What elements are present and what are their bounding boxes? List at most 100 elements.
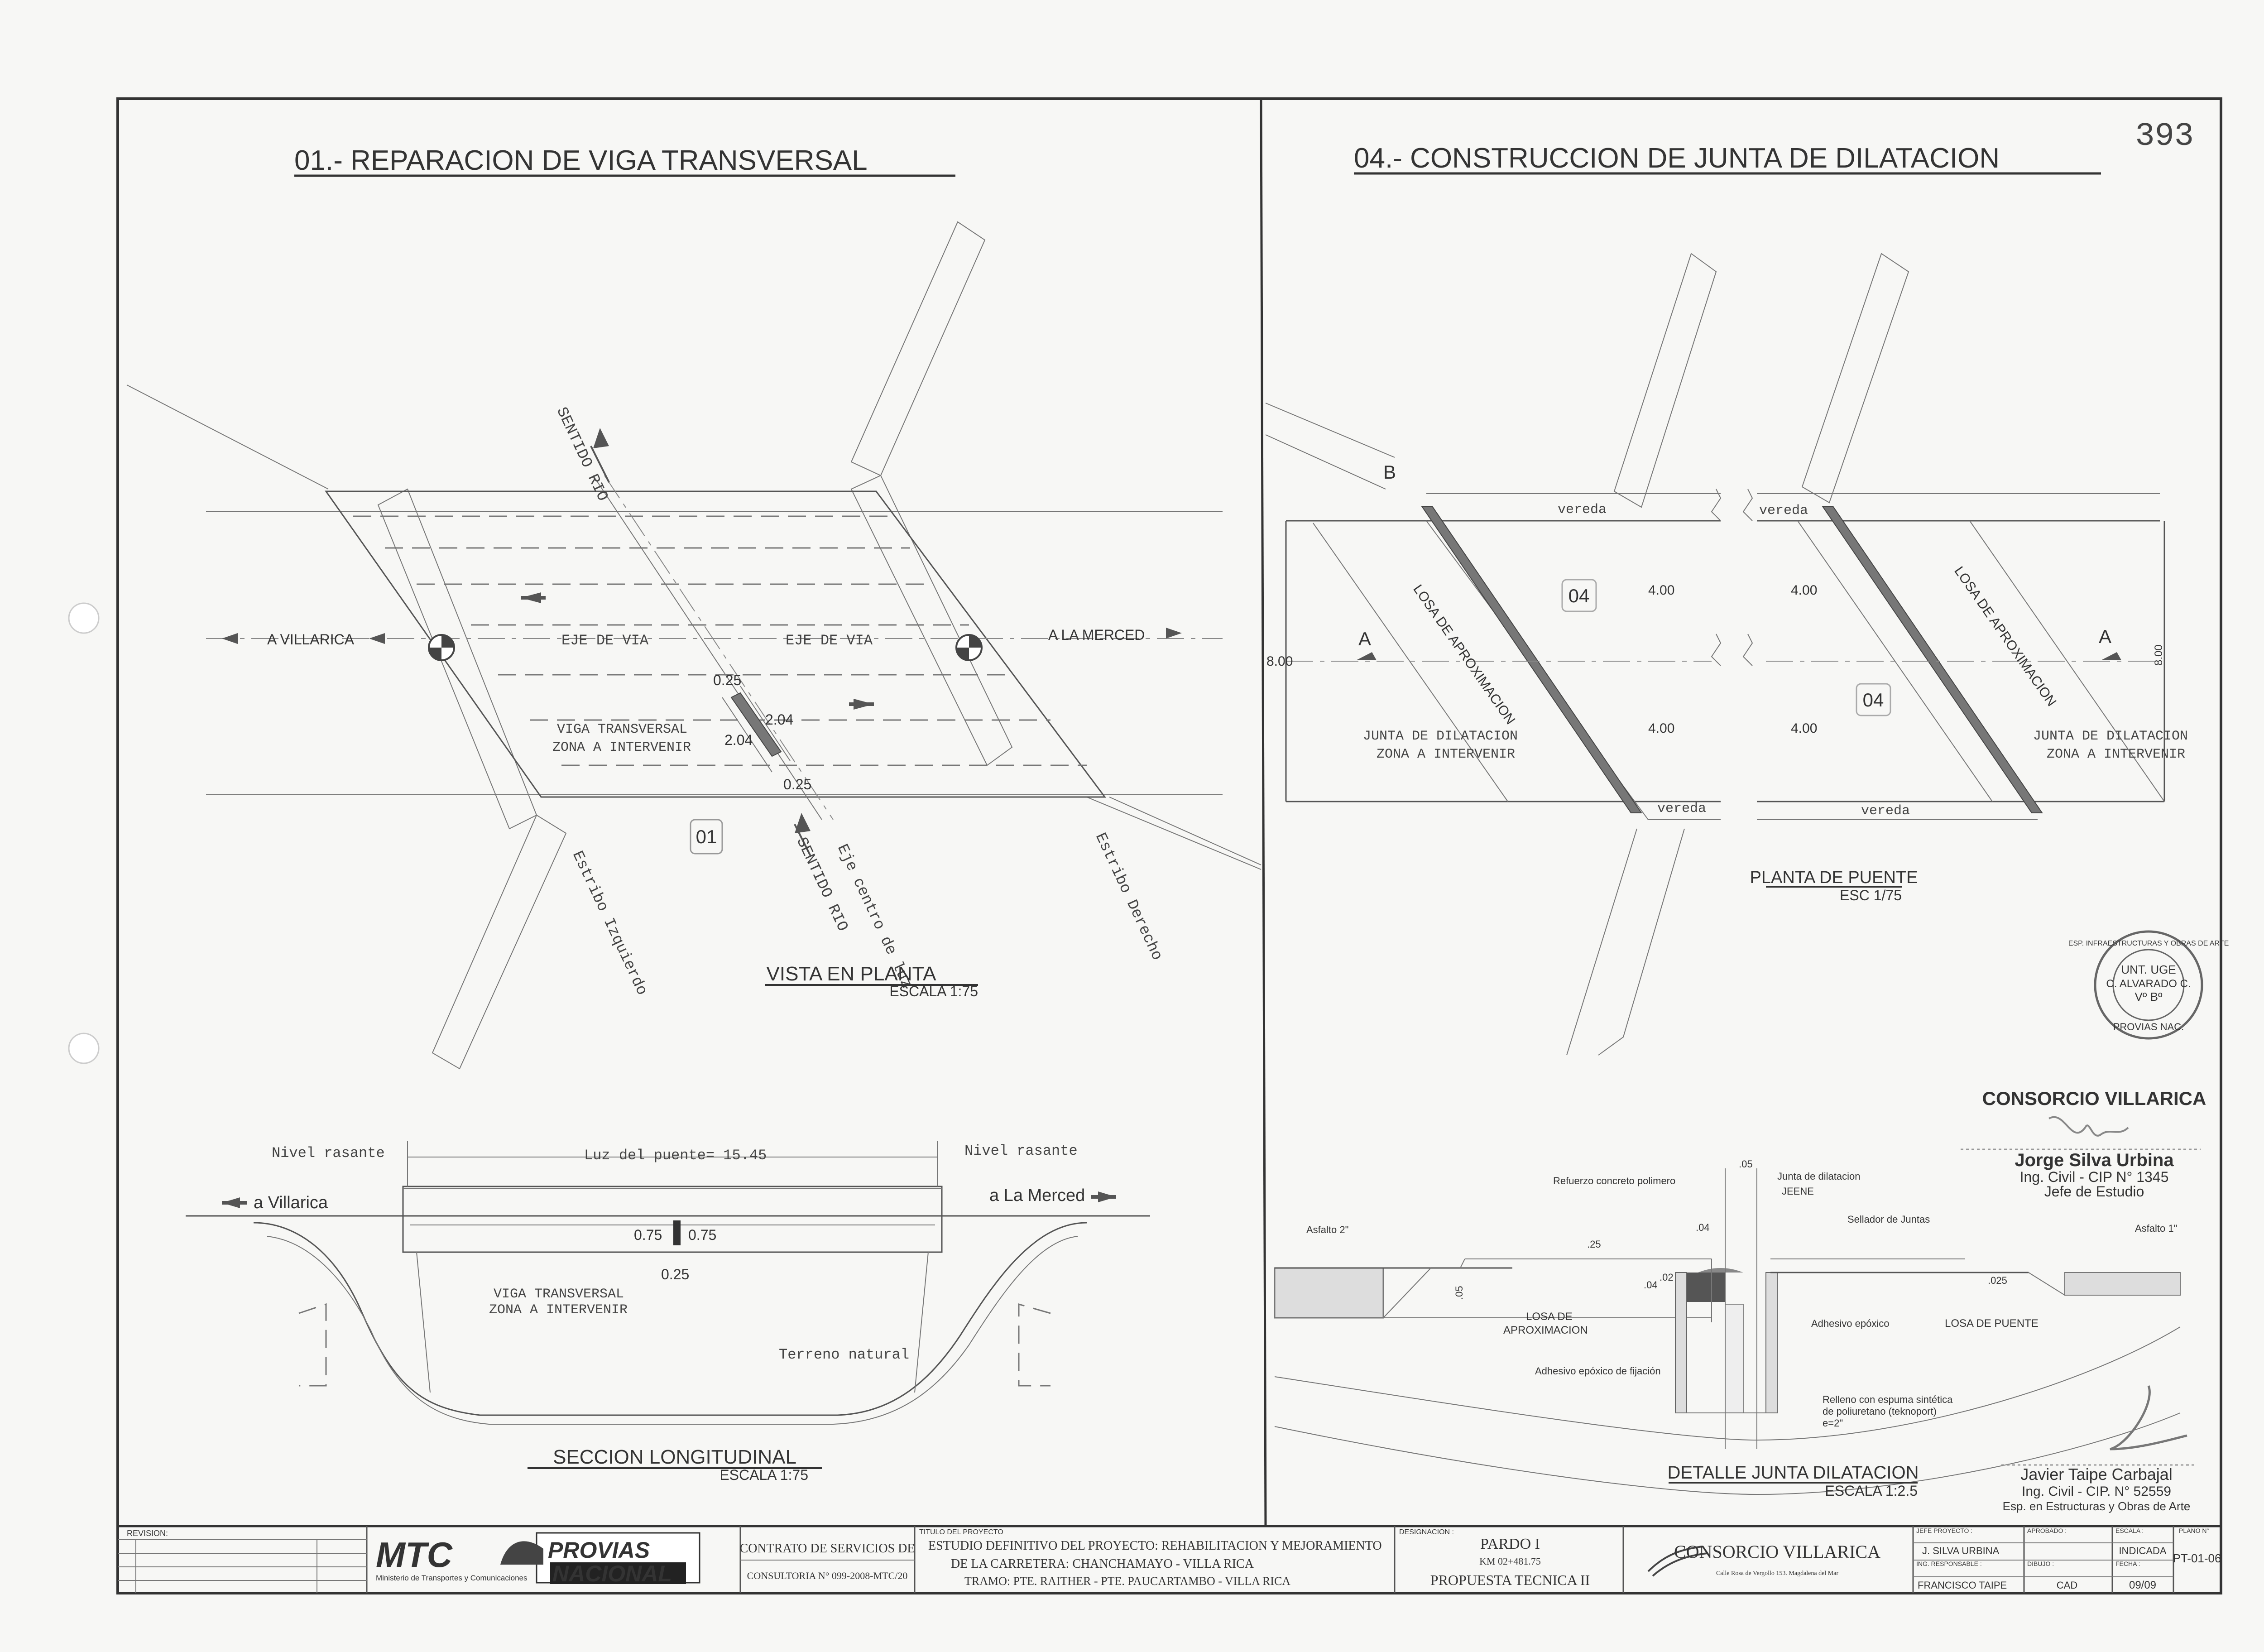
contrato-line-1: CONTRATO DE SERVICIOS DE bbox=[740, 1542, 915, 1556]
dim-800-left: 8.00 bbox=[1266, 654, 1293, 669]
sellador-label: Sellador de Juntas bbox=[1847, 1214, 1930, 1225]
viga-label-line-1: VIGA TRANSVERSAL bbox=[557, 722, 687, 737]
consorcio-label: CONSORCIO VILLARICA bbox=[1674, 1542, 1880, 1562]
designacion-line-3: PROPUESTA TECNICA II bbox=[1430, 1572, 1590, 1588]
vereda-label-2: vereda bbox=[1657, 801, 1706, 816]
dim-400-b: 4.00 bbox=[1648, 721, 1674, 736]
aprobado-label: APROBADO : bbox=[2027, 1527, 2067, 1534]
stamp-line-5: PROVIAS NAC. bbox=[2113, 1021, 2184, 1032]
stamp-line-1: ESP. INFRAESTRUCTURAS Y OBRAS DE ARTE bbox=[2068, 940, 2229, 947]
dim-025: .025 bbox=[1988, 1275, 2007, 1286]
consorcio-address: Calle Rosa de Vergollo 153. Magdalena de… bbox=[1716, 1570, 1838, 1577]
jefe-proyecto-value: J. SILVA URBINA bbox=[1922, 1545, 2000, 1556]
stamp-line-2: UNT. UGE bbox=[2121, 963, 2176, 976]
a-label-left: A bbox=[1358, 628, 1371, 649]
outer-frame bbox=[116, 97, 2222, 1594]
losa-aproximacion-detail-2: APROXIMACION bbox=[1503, 1324, 1588, 1336]
plano-value: PT-01-06 bbox=[2173, 1551, 2221, 1565]
terreno-natural-label: Terreno natural bbox=[779, 1346, 909, 1363]
dim-025-section: 0.25 bbox=[661, 1266, 689, 1282]
signature-1-company: CONSORCIO VILLARICA bbox=[1982, 1088, 2206, 1109]
planta-de-puente-title: PLANTA DE PUENTE bbox=[1750, 868, 1918, 887]
designacion-line-2: KM 02+481.75 bbox=[1479, 1556, 1541, 1567]
mtc-logo-icon bbox=[500, 1541, 543, 1565]
dim-04-b: .04 bbox=[1644, 1279, 1658, 1291]
sentido-rio-top-label: SENTIDO RIO bbox=[552, 405, 611, 504]
junta-dilatacion-right bbox=[1822, 506, 2043, 813]
seccion-longitudinal-scale: ESCALA 1:75 bbox=[719, 1467, 808, 1483]
provias-label: PROVIAS bbox=[548, 1537, 650, 1563]
titulo-line-2: DE LA CARRETERA: CHANCHAMAYO - VILLA RIC… bbox=[951, 1557, 1254, 1571]
contrato-line-2: CONSULTORIA N° 099-2008-MTC/20 bbox=[747, 1570, 908, 1581]
viga-section-label-1: VIGA TRANSVERSAL bbox=[494, 1287, 624, 1302]
dim-204-b: 2.04 bbox=[724, 732, 753, 748]
vereda-label-1: vereda bbox=[1558, 502, 1607, 518]
dim-800-right: 8.00 bbox=[2153, 644, 2165, 666]
designacion-line-1: PARDO I bbox=[1480, 1536, 1540, 1552]
dim-400-a: 4.00 bbox=[1648, 583, 1674, 598]
adhesivo-epoxico-label: Adhesivo epóxico bbox=[1811, 1318, 1889, 1329]
ing-responsable-value: FRANCISCO TAIPE bbox=[1918, 1580, 2007, 1591]
signature-1-name: Jorge Silva Urbina bbox=[2015, 1150, 2174, 1170]
marker-04-right: 04 bbox=[1863, 689, 1884, 711]
eje-de-via-label-1: EJE DE VIA bbox=[561, 632, 649, 649]
title-block bbox=[118, 1525, 2221, 1593]
nivel-rasante-left: Nivel rasante bbox=[272, 1145, 385, 1162]
relleno-label-1: Relleno con espuma sintética bbox=[1823, 1394, 1953, 1405]
titulo-line-3: TRAMO: PTE. RAITHER - PTE. PAUCARTAMBO -… bbox=[964, 1575, 1290, 1588]
estribo-derecho-label: Estribo Derecho bbox=[1091, 831, 1166, 963]
signature-2-role: Esp. en Estructuras y Obras de Arte bbox=[2003, 1499, 2191, 1513]
junta-right-label-2: ZONA A INTERVENIR bbox=[2047, 747, 2185, 762]
stamp-line-3: C. ALVARADO C. bbox=[2106, 978, 2191, 990]
junta-right-label-1: JUNTA DE DILATACION bbox=[2033, 729, 2188, 744]
dim-075-left: 0.75 bbox=[634, 1227, 662, 1243]
dim-05-side: .05 bbox=[1453, 1286, 1465, 1300]
vista-en-planta-title: VISTA EN PLANTA bbox=[767, 963, 937, 985]
dim-05-top: .05 bbox=[1739, 1158, 1753, 1170]
dim-025-bottom: 0.25 bbox=[783, 776, 811, 792]
binder-hole-icon bbox=[68, 1032, 100, 1064]
losa-puente-label: LOSA DE PUENTE bbox=[1945, 1317, 2039, 1330]
consorcio-logo-icon bbox=[1647, 1546, 1708, 1577]
losa-aproximacion-right: LOSA DE APROXIMACION bbox=[1951, 564, 2059, 709]
viga-section-label-2: ZONA A INTERVENIR bbox=[489, 1302, 628, 1318]
titulo-line-1: ESTUDIO DEFINITIVO DEL PROYECTO: REHABIL… bbox=[928, 1539, 1382, 1553]
seccion-longitudinal bbox=[186, 1141, 1150, 1425]
mtc-subtitle: Ministerio de Transportes y Comunicacion… bbox=[376, 1574, 527, 1582]
escala-label: ESCALA : bbox=[2115, 1527, 2144, 1534]
vista-en-planta bbox=[126, 221, 1262, 1070]
a-label-right: A bbox=[2099, 626, 2111, 647]
a-villarica-section-label: a Villarica bbox=[254, 1193, 328, 1212]
vista-en-planta-scale: ESCALA 1:75 bbox=[889, 983, 978, 999]
dim-204-a: 2.04 bbox=[765, 711, 793, 728]
approval-stamp: ESP. INFRAESTRUCTURAS Y OBRAS DE ARTE UN… bbox=[2068, 930, 2229, 1040]
a-la-merced-label: A LA MERCED bbox=[1048, 627, 1145, 643]
ing-responsable-label: ING. RESPONSABLE : bbox=[1916, 1560, 1982, 1567]
dim-25: .25 bbox=[1587, 1239, 1601, 1250]
dim-04-a: .04 bbox=[1696, 1222, 1710, 1233]
junta-left-label-1: JUNTA DE DILATACION bbox=[1363, 729, 1518, 744]
detalle-junta-title: DETALLE JUNTA DILATACION bbox=[1668, 1463, 1919, 1483]
losa-aproximacion-detail-1: LOSA DE bbox=[1526, 1311, 1573, 1323]
escala-value: INDICADA bbox=[2119, 1545, 2166, 1556]
nivel-rasante-right: Nivel rasante bbox=[964, 1143, 1078, 1159]
page-number: 393 bbox=[2135, 118, 2194, 155]
seccion-longitudinal-title: SECCION LONGITUDINAL bbox=[553, 1446, 796, 1468]
dibujo-value: CAD bbox=[2057, 1580, 2077, 1591]
junta-dilatacion-left bbox=[1421, 506, 1642, 813]
dim-400-c: 4.00 bbox=[1791, 583, 1817, 598]
viga-label-line-2: ZONA A INTERVENIR bbox=[552, 740, 691, 755]
titulo-label: TITULO DEL PROYECTO bbox=[919, 1528, 1003, 1536]
left-panel-title: 01.- REPARACION DE VIGA TRANSVERSAL bbox=[294, 145, 868, 176]
signature-block-1: CONSORCIO VILLARICA Jorge Silva Urbina I… bbox=[1961, 1088, 2206, 1200]
planta-de-puente-scale: ESC 1/75 bbox=[1840, 887, 1902, 903]
junta-dilatacion-label: Junta de dilatacion bbox=[1777, 1171, 1860, 1182]
signature-2-cip: Ing. Civil - CIP. N° 52559 bbox=[2022, 1484, 2171, 1499]
losa-aproximacion-left: LOSA DE APROXIMACION bbox=[1410, 582, 1518, 727]
detalle-junta bbox=[1274, 1168, 2181, 1495]
vereda-label-4: vereda bbox=[1861, 803, 1910, 819]
asfalto-1-label: Asfalto 1" bbox=[2135, 1223, 2177, 1234]
signature-2-name: Javier Taipe Carbajal bbox=[2020, 1465, 2173, 1484]
